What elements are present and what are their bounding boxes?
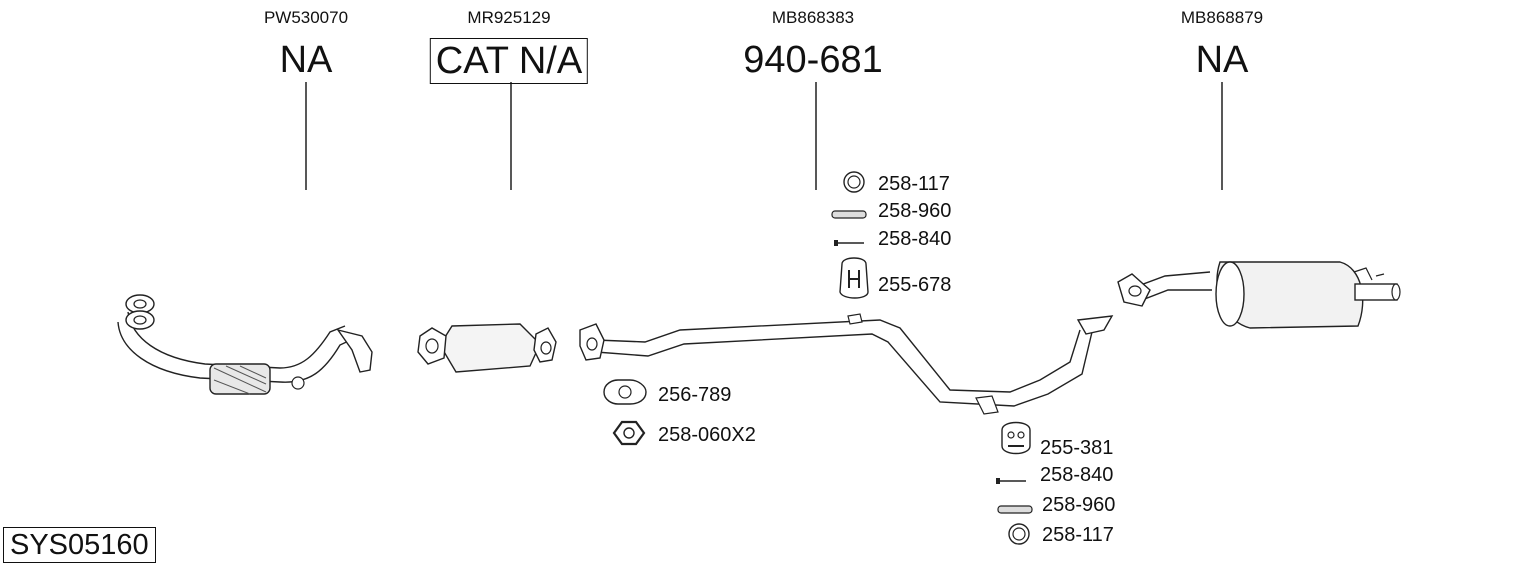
hanger-icon: [839, 257, 869, 299]
fitting-label-rear-3: 258-960: [1042, 494, 1116, 516]
part-code-1: NA: [279, 39, 333, 81]
fitting-label-rear-4: 258-117: [1042, 524, 1114, 546]
fitting-label-mid-3: 258-840: [878, 228, 952, 250]
catalytic-converter: [417, 323, 557, 373]
fitting-label-mid-2: 258-960: [878, 200, 952, 222]
sleeve-icon: [831, 210, 867, 219]
nut-icon: [612, 420, 646, 446]
bolt-icon: [834, 240, 864, 246]
ring-icon: [843, 171, 865, 193]
sleeve-icon-rear: [997, 505, 1033, 514]
rear-silencer: [1117, 261, 1401, 329]
bolt-icon-rear: [996, 478, 1026, 484]
fitting-label-front-2: 258-060X2: [658, 424, 756, 446]
intermediate-pipe: [579, 313, 1114, 415]
ring-icon-rear: [1008, 523, 1030, 545]
gasket-icon: [603, 379, 647, 405]
part-code-4: NA: [1195, 39, 1249, 81]
oem-number-2: MR925129: [467, 8, 551, 27]
fitting-label-front-1: 256-789: [658, 384, 732, 406]
fitting-label-rear-1: 255-381: [1040, 437, 1114, 459]
front-downpipe: [117, 294, 373, 395]
rubber-mount-icon: [1001, 421, 1031, 455]
fitting-label-rear-2: 258-840: [1040, 464, 1114, 486]
oem-number-1: PW530070: [263, 8, 349, 27]
part-code-2: CAT N/A: [429, 38, 589, 84]
part-code-3: 940-681: [743, 39, 883, 81]
fitting-label-mid-1: 258-117: [878, 173, 950, 195]
diagram-id: SYS05160: [3, 527, 156, 563]
oem-number-4: MB868879: [1180, 8, 1264, 27]
oem-number-3: MB868383: [771, 8, 855, 27]
fitting-label-mid-4: 255-678: [878, 274, 952, 296]
